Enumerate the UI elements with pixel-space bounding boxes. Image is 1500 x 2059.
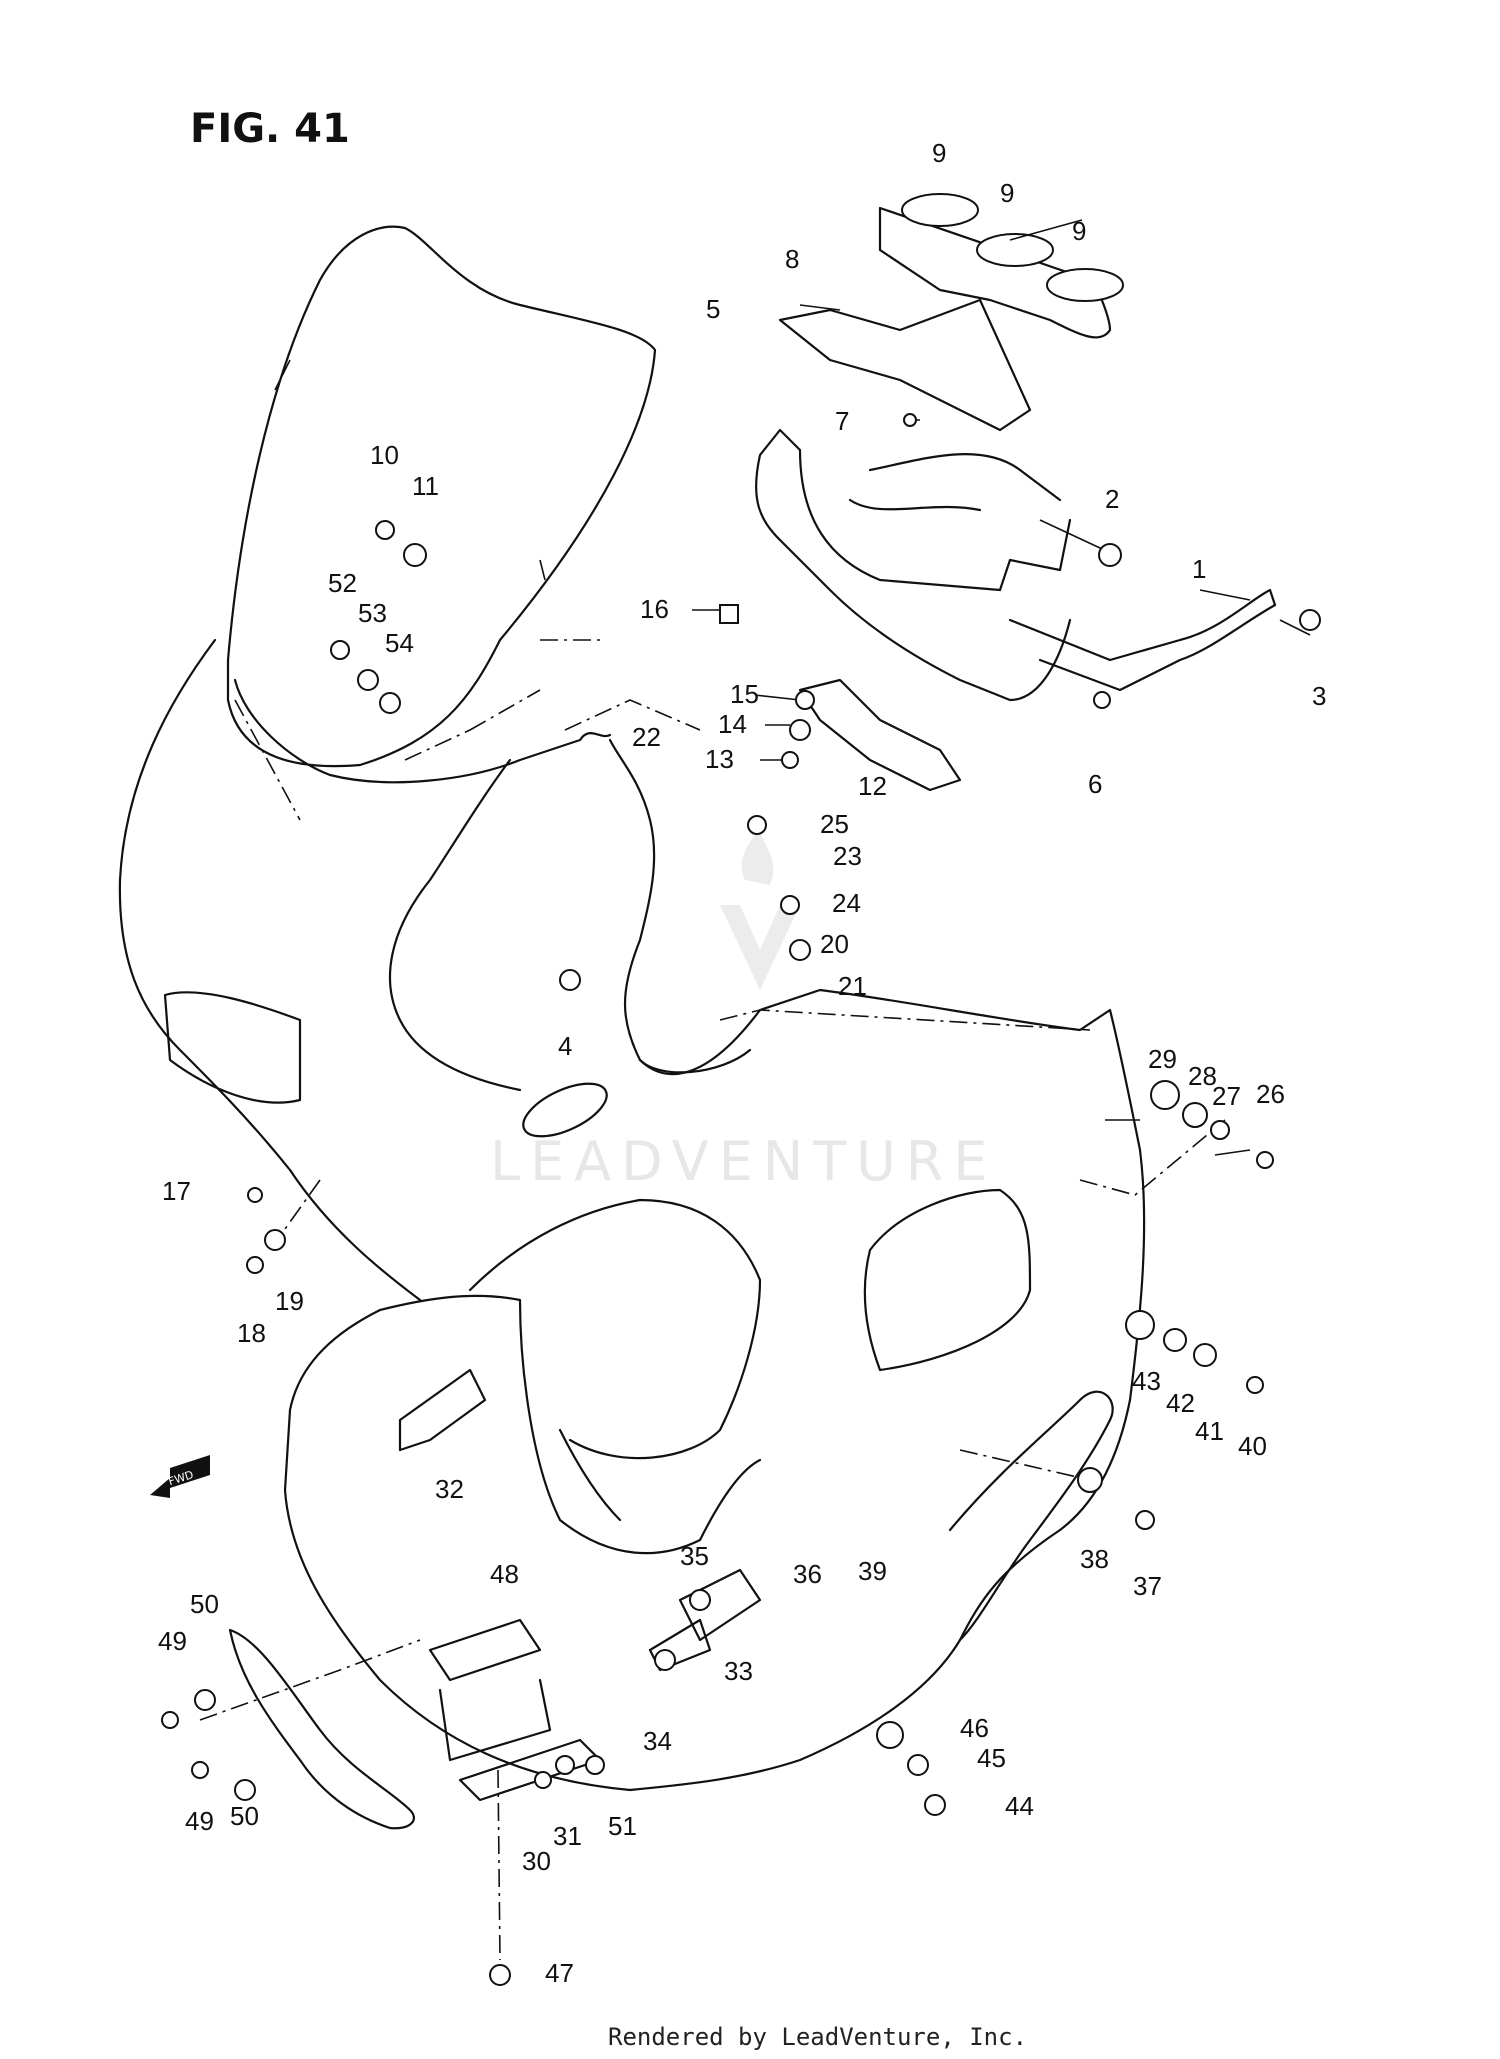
callout-39: 39 <box>858 1556 887 1586</box>
callout-26: 26 <box>1256 1079 1285 1109</box>
callout-45: 45 <box>977 1743 1006 1773</box>
callout-12: 12 <box>858 771 887 801</box>
windscreen <box>226 225 657 768</box>
callout-33: 33 <box>724 1656 753 1686</box>
callout-16: 16 <box>640 594 669 624</box>
callout-6: 6 <box>1088 769 1102 799</box>
callout-9: 9 <box>1072 216 1086 246</box>
lower-cowl <box>283 1294 762 1792</box>
headlight-opening <box>163 991 302 1104</box>
upper-fairing <box>118 638 612 1302</box>
callout-3: 3 <box>1312 681 1326 711</box>
gauge-ring-2 <box>976 233 1054 267</box>
under-cowl-left <box>228 1628 415 1830</box>
lower-bracket <box>798 678 962 792</box>
bracket-32 <box>398 1368 487 1452</box>
callout-9: 9 <box>932 138 946 168</box>
callout-15: 15 <box>730 679 759 709</box>
callout-1: 1 <box>1192 554 1206 584</box>
callout-40: 40 <box>1238 1431 1267 1461</box>
callout-46: 46 <box>960 1713 989 1743</box>
callout-27: 27 <box>1212 1081 1241 1111</box>
callout-41: 41 <box>1195 1416 1224 1446</box>
callout-13: 13 <box>705 744 734 774</box>
callout-25: 25 <box>820 809 849 839</box>
fwd-arrow-icon: FWD <box>150 1455 210 1498</box>
callout-29: 29 <box>1148 1044 1177 1074</box>
callout-labels: 9 9 9 8 5 7 2 1 3 16 15 14 13 12 6 10 11… <box>158 138 1326 1988</box>
hardware <box>161 413 1321 1986</box>
leader-lines <box>199 639 1226 1961</box>
watermark: LEADVENTURE <box>490 830 997 1193</box>
callout-2: 2 <box>1105 484 1119 514</box>
bracket-48 <box>428 1618 552 1762</box>
gauge-ring-1 <box>901 193 979 227</box>
leader-lines-solid <box>692 219 1311 1156</box>
bracket-plate <box>778 298 1032 432</box>
callout-37: 37 <box>1133 1571 1162 1601</box>
callout-4: 4 <box>558 1031 572 1061</box>
callout-24: 24 <box>832 888 861 918</box>
callout-49: 49 <box>158 1626 187 1656</box>
callout-20: 20 <box>820 929 849 959</box>
callout-50: 50 <box>230 1801 259 1831</box>
windscreen-edge <box>274 359 546 581</box>
callout-43: 43 <box>1132 1366 1161 1396</box>
callout-18: 18 <box>237 1318 266 1348</box>
fairing-hole <box>522 1082 608 1138</box>
watermark-text: LEADVENTURE <box>490 1130 997 1193</box>
callout-44: 44 <box>1005 1791 1034 1821</box>
callout-52: 52 <box>328 568 357 598</box>
callout-42: 42 <box>1166 1388 1195 1418</box>
callout-47: 47 <box>545 1958 574 1988</box>
fairing-inner-panel <box>388 738 752 1092</box>
meter-bracket <box>755 428 1072 702</box>
callout-49: 49 <box>185 1806 214 1836</box>
lower-cowl-panel <box>468 1198 762 1460</box>
callout-19: 19 <box>275 1286 304 1316</box>
callout-35: 35 <box>680 1541 709 1571</box>
under-cowl-right <box>948 1390 1114 1642</box>
callout-51: 51 <box>608 1811 637 1841</box>
callout-11: 11 <box>412 471 439 501</box>
callout-34: 34 <box>643 1726 672 1756</box>
callout-14: 14 <box>718 709 747 739</box>
callout-53: 53 <box>358 598 387 628</box>
side-cowl-right <box>628 988 1146 1792</box>
callout-36: 36 <box>793 1559 822 1589</box>
callout-7: 7 <box>835 406 849 436</box>
callout-22: 22 <box>632 722 661 752</box>
callout-32: 32 <box>435 1474 464 1504</box>
callout-31: 31 <box>553 1821 582 1851</box>
callout-17: 17 <box>162 1176 191 1206</box>
callout-9: 9 <box>1000 178 1014 208</box>
credit-text: Rendered by LeadVenture, Inc. <box>608 2023 1027 2051</box>
callout-38: 38 <box>1080 1544 1109 1574</box>
callout-5: 5 <box>706 294 720 324</box>
callout-28: 28 <box>1188 1061 1217 1091</box>
callout-21: 21 <box>838 971 867 1001</box>
callout-10: 10 <box>370 440 399 470</box>
side-cowl-opening <box>863 1188 1032 1372</box>
figure-title: FIG. 41 <box>190 106 350 152</box>
callout-50: 50 <box>190 1589 219 1619</box>
gauge-ring-3 <box>1046 268 1124 302</box>
callout-30: 30 <box>522 1846 551 1876</box>
callout-23: 23 <box>833 841 862 871</box>
callout-48: 48 <box>490 1559 519 1589</box>
callout-54: 54 <box>385 628 414 658</box>
stay-arm <box>1008 588 1277 692</box>
callout-8: 8 <box>785 244 799 274</box>
